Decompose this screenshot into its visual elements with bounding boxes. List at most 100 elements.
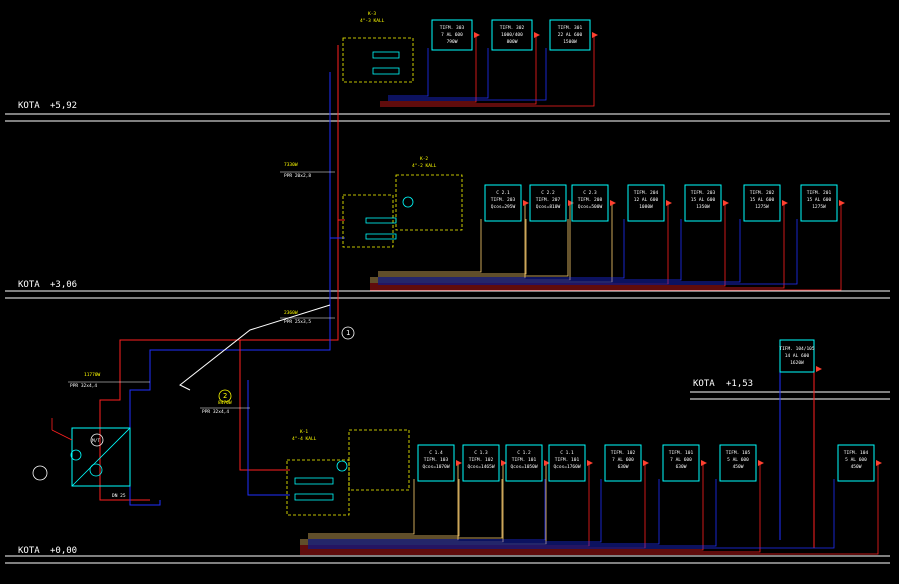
floor3-valve-1	[474, 32, 480, 38]
floor1-unit-8-line3: 450W	[851, 464, 862, 470]
level-label-5-92: KOTA +5,92	[18, 101, 77, 111]
svg-text:+1,53: +1,53	[726, 379, 753, 389]
svg-text:K-2: K-2	[420, 156, 428, 162]
svg-text:KOTA: KOTA	[693, 379, 715, 389]
svg-text:+3,06: +3,06	[50, 280, 77, 290]
floor1-unit-1-line1: C 1.4	[429, 450, 443, 456]
svg-text:+0,00: +0,00	[50, 546, 77, 556]
level-label-0-00: KOTA +0,00	[18, 546, 77, 556]
svg-text:1: 1	[346, 329, 350, 337]
svg-text:PPR 20x2,8: PPR 20x2,8	[284, 173, 311, 179]
floor2-unit-3-line2: TIFM. 208	[578, 197, 603, 203]
floor3-return-3	[388, 48, 547, 101]
svg-text:4"-3 KALL: 4"-3 KALL	[360, 18, 385, 24]
floor1-unit-5-line2: 7 AL 600	[612, 457, 634, 463]
floor2-unit-6-line3: 1275W	[755, 204, 769, 210]
floor1-unit-3-line3: Qcos=1050W	[510, 464, 537, 470]
svg-text:PPR 32x4,4: PPR 32x4,4	[202, 409, 229, 415]
floor3-unit-2-line1: TIFM. 302	[500, 25, 525, 31]
floor2-unit-2-line2: TIFM. 207	[536, 197, 561, 203]
branch-ground-annotation: 8470W PPR 32x4,4	[200, 400, 250, 415]
floor3-supply-3	[380, 35, 595, 107]
floor1-supply-8	[300, 463, 879, 555]
floor1-return-8	[308, 479, 835, 549]
floor2-return-2	[378, 219, 527, 275]
floor1-unit-8-line1: TIFM. 104	[844, 450, 869, 456]
svg-text:PPR 25x3,5: PPR 25x3,5	[284, 319, 311, 325]
floor1-unit-3-line1: C 1.2	[517, 450, 531, 456]
svg-text:8470W: 8470W	[218, 400, 232, 406]
floor2-unit-2-line1: C 2.2	[541, 190, 555, 196]
floor3-unit-1-line1: TIFM. 303	[440, 25, 465, 31]
level-label-1-53: KOTA +1,53	[693, 379, 753, 389]
manifold-k1: K-1 4"-4 KALL	[286, 429, 410, 516]
manifold-k3: K-3 4"-3 KALL	[342, 11, 414, 83]
svg-text:KOTA: KOTA	[18, 280, 40, 290]
floor2-supply-2	[370, 203, 571, 281]
floor2-supply-6	[370, 203, 785, 289]
floor2-return-3	[378, 219, 569, 277]
floor1-return-1	[308, 479, 415, 535]
svg-text:+5,92: +5,92	[50, 101, 77, 111]
floor1-valve-3	[544, 460, 550, 466]
mezzanine-unit-line2: 14 AL 600	[785, 353, 810, 359]
mezzanine-unit-line3: 1620W	[790, 360, 804, 366]
svg-text:M/T: M/T	[92, 438, 100, 444]
floor2-return-4	[378, 219, 625, 279]
floor2-return-5	[378, 219, 682, 281]
level-label-3-06: KOTA +3,06	[18, 280, 77, 290]
floor1-return-7	[308, 479, 717, 547]
floor1-unit-5-line3: 630W	[618, 464, 629, 470]
floor1-unit-4-line2: TIFM. 101	[555, 457, 580, 463]
floor1-unit-7-line2: 5 AL 600	[727, 457, 749, 463]
mezzanine-valve	[816, 366, 822, 372]
floor2-unit-4-line1: TIFM. 204	[634, 190, 659, 196]
floor2-unit-1-line1: C 2.1	[496, 190, 510, 196]
floor3-return-2	[388, 48, 489, 99]
floor1-supply-2	[300, 463, 504, 543]
floor2-unit-7-line3: 1275W	[812, 204, 826, 210]
marker-1: 1	[341, 326, 355, 340]
floor2-supply-7	[370, 203, 842, 291]
floor1-valve-4	[587, 460, 593, 466]
floor3-unit-2-line3: 800W	[507, 39, 518, 45]
floor2-unit-6-line1: TIFM. 202	[750, 190, 775, 196]
floor1-valve-6	[701, 460, 707, 466]
floor1-return-5	[308, 479, 602, 543]
floor1-unit-3-line2: TIFM. 101	[512, 457, 537, 463]
floor2-valve-2	[568, 200, 574, 206]
svg-text:7330W: 7330W	[284, 162, 298, 168]
svg-text:DN 25: DN 25	[112, 493, 126, 499]
floor1-supply-1	[300, 463, 459, 541]
floor3-unit-1-line2: 7 AL 600	[441, 32, 463, 38]
marker-2: 2	[218, 389, 232, 403]
floor2-unit-6-line2: 15 AL 600	[750, 197, 775, 203]
floor2-valve-7	[839, 200, 845, 206]
floor1-supply-6	[300, 463, 704, 551]
floor3-valve-2	[534, 32, 540, 38]
floor1-supply-5	[300, 463, 646, 549]
floor1-unit-2-line3: Qcos=1465W	[467, 464, 494, 470]
floor2-supply-5	[370, 203, 726, 287]
floor1-unit-6-line3: 630W	[676, 464, 687, 470]
floor1-valve-5	[643, 460, 649, 466]
floor1-return-3	[308, 479, 503, 539]
floor2-unit-7-line2: 15 AL 600	[807, 197, 832, 203]
floor3-unit-3-line2: 22 AL 600	[558, 32, 583, 38]
floor1-unit-1-line2: TIFM. 103	[424, 457, 449, 463]
